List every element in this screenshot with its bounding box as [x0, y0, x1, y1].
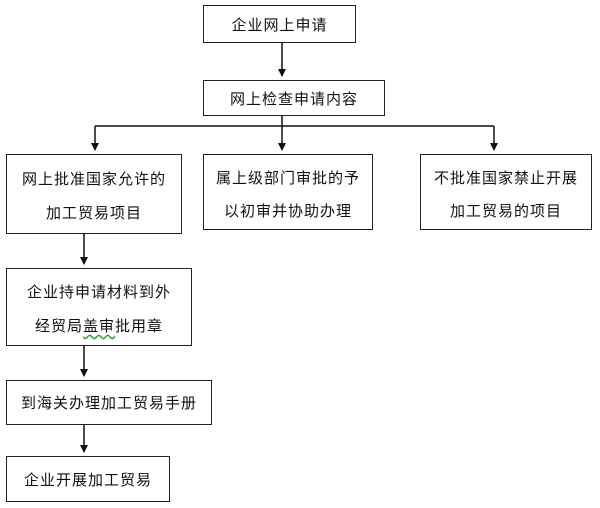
- node-materials-stamp-line-2: 经贸局盖审批用章: [7, 316, 191, 336]
- node-start-trade: 企业开展加工贸易: [6, 456, 170, 502]
- node-materials-stamp-line-2-end: 批用章: [115, 317, 164, 335]
- node-customs-manual-label: 到海关办理加工贸易手册: [20, 394, 197, 412]
- node-approved-items-line-1: 网上批准国家允许的: [21, 170, 166, 188]
- node-start-trade-label: 企业开展加工贸易: [23, 470, 152, 489]
- node-not-approved: 不批准国家禁止开展 加工贸易的项目: [420, 154, 592, 230]
- node-materials-stamp-line-1: 企业持申请材料到外: [26, 283, 171, 301]
- node-not-approved-line-1: 不批准国家禁止开展: [433, 169, 578, 187]
- node-apply-online-label: 企业网上申请: [231, 15, 328, 34]
- node-materials-stamp: 企业持申请材料到外 经贸局盖审批用章: [6, 268, 192, 346]
- node-superior-department-line-1: 属上级部门审批的予: [215, 169, 360, 187]
- node-not-approved-line-2: 加工贸易的项目: [449, 202, 562, 220]
- node-approved-items: 网上批准国家允许的 加工贸易项目: [6, 154, 182, 234]
- node-apply-online: 企业网上申请: [203, 5, 356, 43]
- node-online-check-label: 网上检查申请内容: [229, 89, 358, 108]
- node-superior-department-line-2: 以初审并协助办理: [223, 202, 352, 220]
- proofread-underline-mark: 盖审: [82, 317, 115, 335]
- node-customs-manual: 到海关办理加工贸易手册: [6, 380, 212, 425]
- node-materials-stamp-line-2-start: 经贸局: [34, 317, 83, 335]
- node-superior-department: 属上级部门审批的予 以初审并协助办理: [203, 154, 373, 230]
- node-approved-items-line-2: 加工贸易项目: [45, 204, 142, 222]
- node-online-check: 网上检查申请内容: [203, 80, 385, 116]
